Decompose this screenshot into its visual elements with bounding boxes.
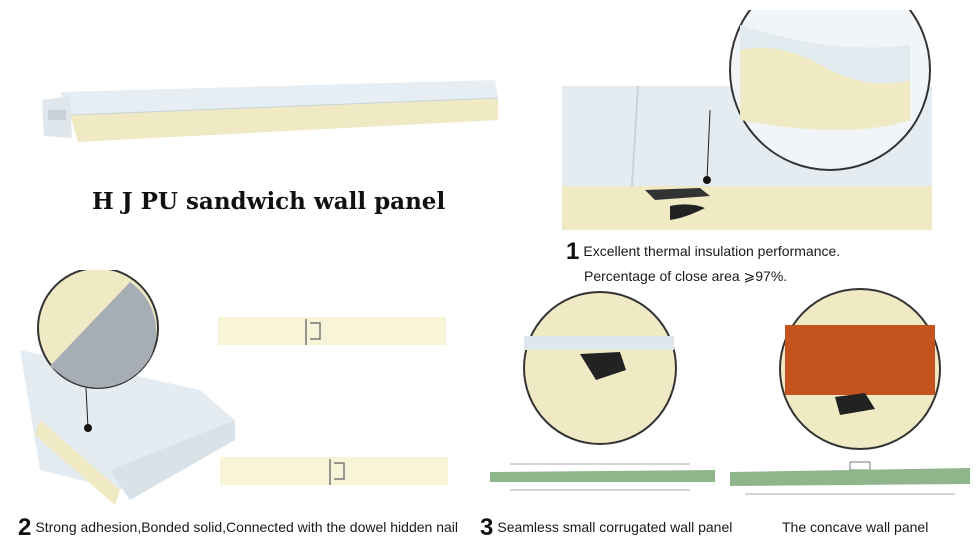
page-title: H J PU sandwich wall panel (92, 188, 446, 215)
joint-section-drawing-top (218, 317, 446, 345)
feature-1-line-2: Percentage of close area ⩾97%. (584, 268, 788, 284)
concave-panel-magnifier (779, 288, 941, 450)
joint-section-drawing-bottom (220, 457, 448, 485)
corrugated-panel-magnifier (523, 291, 677, 445)
corrugated-panel-drawing (490, 463, 715, 491)
concave-panel-drawing (730, 461, 970, 495)
feature-4-text: The concave wall panel (782, 519, 929, 535)
feature-3-text: Seamless small corrugated wall panel (497, 519, 733, 535)
feature-2-number: 2 (18, 514, 32, 541)
panel-closeup-adhesion (20, 270, 235, 505)
feature-1-line-1: Excellent thermal insulation performance… (583, 243, 841, 259)
panel-photo-main (42, 80, 499, 142)
feature-2-text: Strong adhesion,Bonded solid,Connected w… (35, 519, 458, 535)
feature-1-number: 1 (566, 238, 580, 265)
feature-4-caption: The concave wall panel (782, 519, 928, 535)
panel-closeup-joint (562, 10, 932, 230)
feature-3-number: 3 (480, 514, 494, 541)
